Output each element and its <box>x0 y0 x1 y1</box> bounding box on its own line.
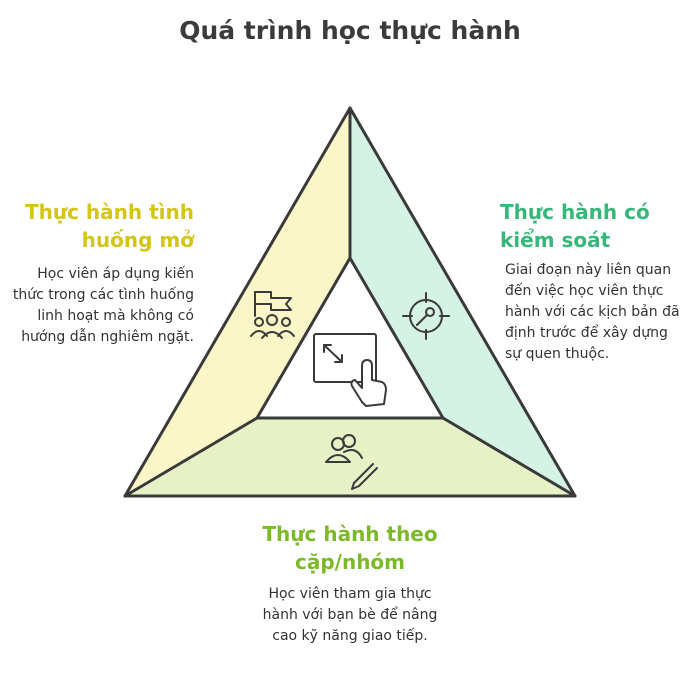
bottom-segment <box>125 418 575 496</box>
left-section-description: Học viên áp dụng kiến thức trong các tìn… <box>12 266 194 345</box>
right-section-description: Giai đoạn này liên quan đến việc học viê… <box>505 262 680 362</box>
divider-right <box>441 416 577 498</box>
left-section-heading: Thực hành tình huống mở <box>24 200 194 252</box>
touch-resize-icon <box>313 333 387 407</box>
inner-triangle-outline <box>255 256 445 420</box>
target-crosshair-icon <box>402 292 450 340</box>
bottom-section-heading: Thực hành theo cặp/nhóm <box>262 522 438 574</box>
right-section-heading: Thực hành có kiểm soát <box>500 200 650 252</box>
flag-group-icon <box>250 291 295 339</box>
outer-triangle-outline <box>123 106 577 498</box>
divider-left <box>123 416 259 498</box>
bottom-section-description: Học viên tham gia thực hành với bạn bè đ… <box>262 586 438 644</box>
people-pencil-icon <box>325 434 378 490</box>
diagram-title: Quá trình học thực hành <box>179 16 521 45</box>
center-triangle <box>257 258 443 418</box>
